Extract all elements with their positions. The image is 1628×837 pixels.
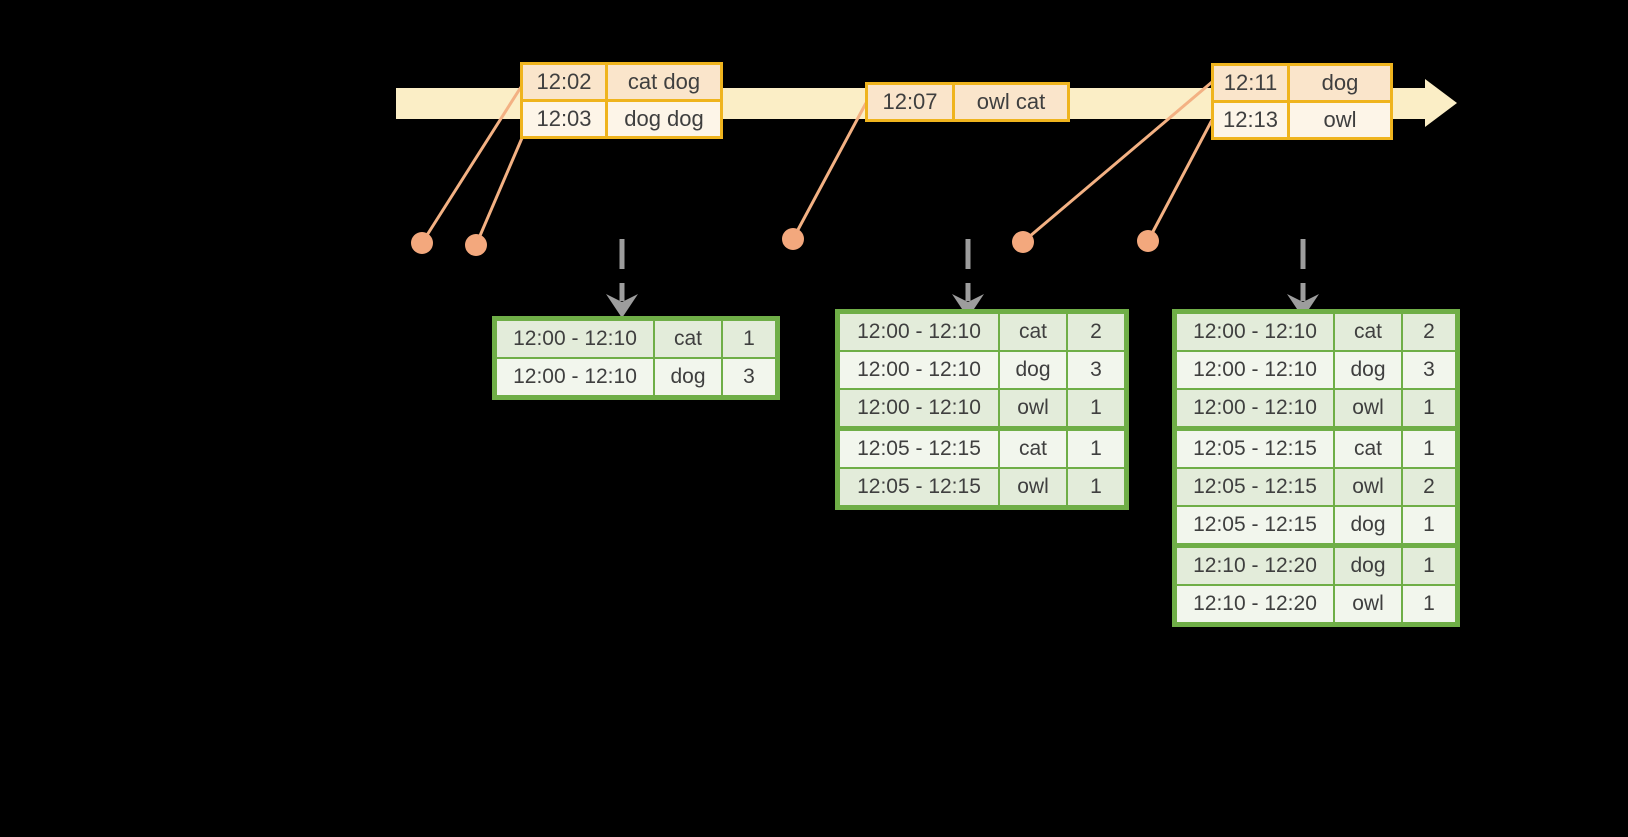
event-time-cell: 12:11 — [1211, 63, 1290, 103]
count-cell: 1 — [721, 317, 779, 359]
window-cell: 12:00 - 12:10 — [493, 317, 655, 359]
result-table-3: 12:00 - 12:10 cat 2 12:00 - 12:10 dog 3 … — [1172, 309, 1460, 627]
result-row: 12:10 - 12:20 owl 1 — [1173, 584, 1459, 626]
event-words-cell: owl — [1287, 100, 1393, 140]
trigger-arrowhead-icon — [606, 294, 638, 318]
window-cell: 12:05 - 12:15 — [1173, 467, 1335, 507]
event-row: 12:07 owl cat — [865, 82, 1070, 122]
event-table-1: 12:02 cat dog 12:03 dog dog — [520, 62, 723, 139]
event-dot — [782, 228, 804, 250]
count-cell: 2 — [1401, 310, 1459, 352]
result-row: 12:00 - 12:10 dog 3 — [493, 357, 779, 399]
window-cell: 12:05 - 12:15 — [1173, 427, 1335, 469]
word-cell: owl — [1333, 584, 1403, 626]
event-time-axis-arrowhead-icon — [1425, 79, 1457, 127]
count-cell: 1 — [1401, 388, 1459, 431]
event-row: 12:11 dog — [1211, 63, 1393, 103]
word-cell: cat — [653, 317, 723, 359]
word-cell: owl — [1333, 388, 1403, 431]
window-cell: 12:10 - 12:20 — [1173, 544, 1335, 586]
result-row: 12:05 - 12:15 owl 2 — [1173, 467, 1459, 507]
word-cell: owl — [998, 467, 1068, 509]
count-cell: 1 — [1401, 544, 1459, 586]
event-dots — [411, 228, 1159, 256]
event-row: 12:03 dog dog — [520, 99, 723, 139]
result-table-2: 12:00 - 12:10 cat 2 12:00 - 12:10 dog 3 … — [835, 309, 1129, 510]
event-connector-line — [1146, 119, 1214, 242]
count-cell: 2 — [1066, 310, 1128, 352]
window-cell: 12:00 - 12:10 — [836, 388, 1000, 431]
count-cell: 1 — [1401, 427, 1459, 469]
event-words-cell: dog dog — [605, 99, 723, 139]
result-row: 12:05 - 12:15 dog 1 — [1173, 505, 1459, 548]
event-words-cell: dog — [1287, 63, 1393, 103]
word-cell: owl — [998, 388, 1068, 431]
word-cell: dog — [1333, 350, 1403, 390]
window-cell: 12:00 - 12:10 — [836, 310, 1000, 352]
window-cell: 12:05 - 12:15 — [836, 467, 1000, 509]
count-cell: 1 — [1066, 427, 1128, 469]
result-row: 12:00 - 12:10 cat 1 — [493, 317, 779, 359]
window-cell: 12:00 - 12:10 — [1173, 350, 1335, 390]
trigger-arrows — [619, 239, 1306, 301]
count-cell: 3 — [721, 357, 779, 399]
word-cell: dog — [998, 350, 1068, 390]
result-row: 12:00 - 12:10 cat 2 — [836, 310, 1128, 352]
event-connector-line — [474, 137, 524, 246]
word-cell: cat — [1333, 310, 1403, 352]
count-cell: 1 — [1401, 584, 1459, 626]
event-time-cell: 12:13 — [1211, 100, 1290, 140]
count-cell: 3 — [1401, 350, 1459, 390]
count-cell: 2 — [1401, 467, 1459, 507]
event-time-cell: 12:03 — [520, 99, 608, 139]
event-dot — [1012, 231, 1034, 253]
window-cell: 12:00 - 12:10 — [836, 350, 1000, 390]
event-words-cell: owl cat — [952, 82, 1070, 122]
window-cell: 12:00 - 12:10 — [1173, 388, 1335, 431]
word-cell: dog — [1333, 505, 1403, 548]
word-cell: dog — [653, 357, 723, 399]
window-cell: 12:00 - 12:10 — [1173, 310, 1335, 352]
word-cell: owl — [1333, 467, 1403, 507]
event-words-cell: cat dog — [605, 62, 723, 102]
count-cell: 1 — [1401, 505, 1459, 548]
window-cell: 12:05 - 12:15 — [836, 427, 1000, 469]
event-dot — [465, 234, 487, 256]
result-row: 12:00 - 12:10 dog 3 — [836, 350, 1128, 390]
event-row: 12:13 owl — [1211, 100, 1393, 140]
event-table-3: 12:11 dog 12:13 owl — [1211, 63, 1393, 140]
window-cell: 12:00 - 12:10 — [493, 357, 655, 399]
word-cell: cat — [1333, 427, 1403, 469]
event-connector-line — [791, 102, 868, 240]
event-time-cell: 12:07 — [865, 82, 955, 122]
count-cell: 1 — [1066, 467, 1128, 509]
result-row: 12:05 - 12:15 cat 1 — [1173, 427, 1459, 469]
word-cell: cat — [998, 427, 1068, 469]
result-row: 12:00 - 12:10 owl 1 — [836, 388, 1128, 431]
result-row: 12:00 - 12:10 owl 1 — [1173, 388, 1459, 431]
result-table-1: 12:00 - 12:10 cat 1 12:00 - 12:10 dog 3 — [492, 316, 780, 400]
event-dot — [1137, 230, 1159, 252]
word-cell: cat — [998, 310, 1068, 352]
result-row: 12:00 - 12:10 cat 2 — [1173, 310, 1459, 352]
result-row: 12:05 - 12:15 owl 1 — [836, 467, 1128, 509]
count-cell: 3 — [1066, 350, 1128, 390]
window-cell: 12:10 - 12:20 — [1173, 584, 1335, 626]
result-row: 12:00 - 12:10 dog 3 — [1173, 350, 1459, 390]
result-row: 12:10 - 12:20 dog 1 — [1173, 544, 1459, 586]
count-cell: 1 — [1066, 388, 1128, 431]
word-cell: dog — [1333, 544, 1403, 586]
result-row: 12:05 - 12:15 cat 1 — [836, 427, 1128, 469]
window-cell: 12:05 - 12:15 — [1173, 505, 1335, 548]
event-table-2: 12:07 owl cat — [865, 82, 1070, 122]
event-row: 12:02 cat dog — [520, 62, 723, 102]
event-time-cell: 12:02 — [520, 62, 608, 102]
event-dot — [411, 232, 433, 254]
